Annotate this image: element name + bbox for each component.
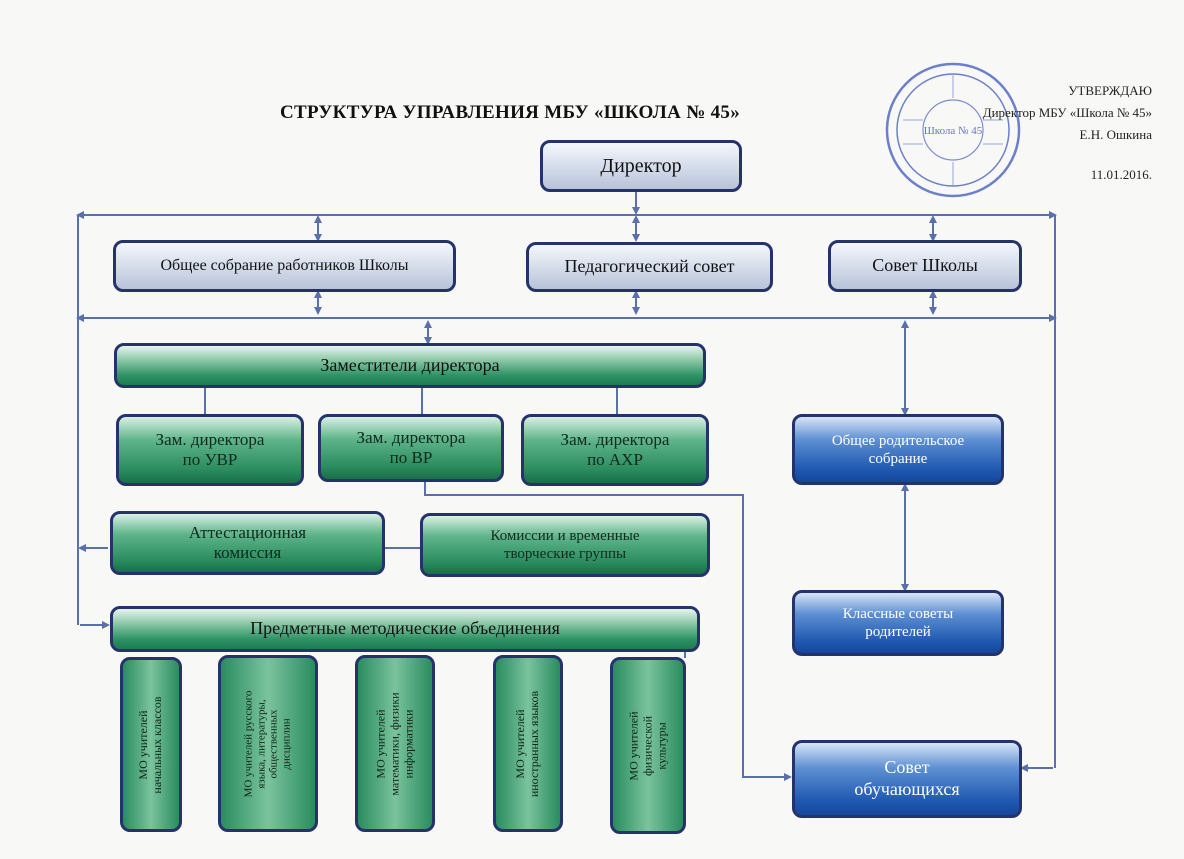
- commissions-box: Комиссии и временные творческие группы: [420, 513, 710, 577]
- school-council-box: Совет Школы: [828, 240, 1022, 292]
- approval-position: Директор МБУ «Школа № 45»: [982, 105, 1152, 120]
- mo-primary-line2: начальных классов: [150, 695, 164, 794]
- general-meeting-box: Общее собрание работников Школы: [113, 240, 456, 292]
- dep-ahr-box: Зам. директора по АХР: [521, 414, 709, 486]
- ped-council-box: Педагогический совет: [526, 242, 773, 292]
- dep-uvr-line1: Зам. директора: [155, 429, 265, 449]
- methodical-box: Предметные методические объединения: [110, 606, 700, 652]
- dep-vr-line2: по ВР: [389, 448, 433, 467]
- mo-russian-line2: языка, литературы,: [255, 698, 268, 789]
- commissions-line1: Комиссии и временные: [490, 528, 640, 544]
- attestation-box: Аттестационная комиссия: [110, 511, 385, 575]
- dep-uvr-box: Зам. директора по УВР: [116, 414, 304, 486]
- parent-meeting-line2: собрание: [868, 450, 928, 467]
- student-council-line1: Совет: [884, 757, 930, 778]
- attestation-line1: Аттестационная: [188, 522, 307, 542]
- mo-russian-line1: МО учителей русского: [242, 690, 255, 797]
- student-council-box: Совет обучающихся: [792, 740, 1022, 818]
- mo-primary-line1: МО учителей: [136, 709, 151, 780]
- approval-block: УТВЕРЖДАЮ Директор МБУ «Школа № 45» Е.Н.…: [983, 80, 1152, 186]
- dep-vr-line1: Зам. директора: [356, 427, 466, 447]
- approval-heading: УТВЕРЖДАЮ: [1068, 83, 1152, 98]
- mo-math-line2: математики, физики: [387, 691, 402, 796]
- general-meeting-label: Общее собрание работников Школы: [160, 257, 409, 275]
- mo-languages-line2: иностранных языков: [527, 690, 541, 797]
- approval-date: 11.01.2016.: [1090, 167, 1152, 182]
- school-council-label: Совет Школы: [872, 255, 978, 276]
- methodical-label: Предметные методические объединения: [250, 618, 560, 639]
- mo-languages-line1: МО учителей: [513, 708, 528, 779]
- mo-russian-line4: дисциплин: [280, 717, 293, 770]
- mo-math-line1: МО учителей: [373, 708, 388, 779]
- mo-math-line3: информатики: [400, 709, 415, 778]
- dep-vr-box: Зам. директора по ВР: [318, 414, 504, 482]
- parent-meeting-box: Общее родительское собрание: [792, 414, 1004, 485]
- page-title: СТРУКТУРА УПРАВЛЕНИЯ МБУ «ШКОЛА № 45»: [280, 102, 741, 123]
- svg-text:Школа № 45: Школа № 45: [924, 125, 983, 137]
- stamp-icon: Школа № 45: [885, 62, 1021, 198]
- attestation-line2: комиссия: [213, 543, 282, 562]
- class-councils-line1: Классные советы: [842, 606, 954, 622]
- class-councils-box: Классные советы родителей: [792, 590, 1004, 656]
- dep-ahr-line2: по АХР: [587, 450, 643, 469]
- mo-pe-line2: физической: [640, 715, 655, 776]
- dep-ahr-line1: Зам. директора: [560, 429, 670, 449]
- approval-signer: Е.Н. Ошкина: [1079, 127, 1152, 142]
- deputies-box: Заместители директора: [114, 343, 706, 388]
- class-councils-line2: родителей: [865, 624, 931, 640]
- commissions-line2: творческие группы: [503, 546, 627, 562]
- director-box: Директор: [540, 140, 742, 192]
- mo-pe-line1: МО учителей: [626, 710, 641, 781]
- ped-council-label: Педагогический совет: [564, 256, 735, 277]
- mo-russian-line3: общественных: [268, 708, 280, 779]
- parent-meeting-line1: Общее родительское: [831, 432, 965, 449]
- mo-pe-line3: культуры: [653, 721, 668, 770]
- director-label: Директор: [600, 155, 682, 177]
- deputies-label: Заместители директора: [320, 354, 500, 375]
- dep-uvr-line2: по УВР: [182, 450, 238, 469]
- student-council-line2: обучающихся: [854, 779, 960, 799]
